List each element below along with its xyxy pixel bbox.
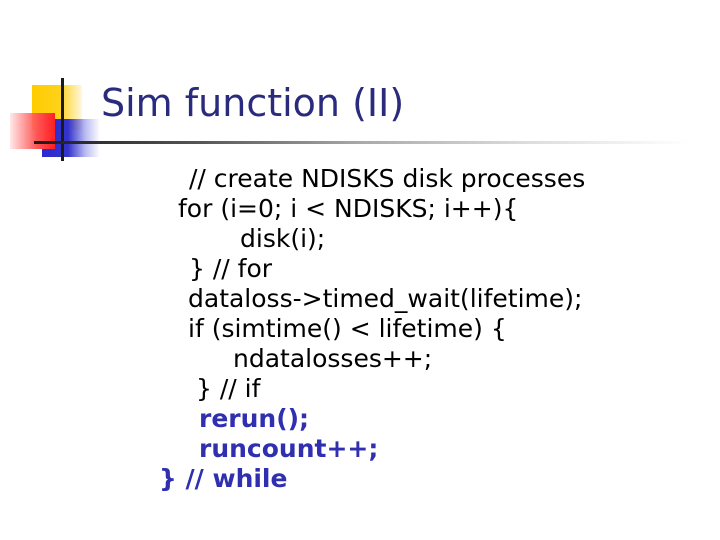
logo-vertical-line bbox=[61, 78, 64, 161]
code-line: } // if bbox=[196, 374, 261, 403]
code-line: disk(i); bbox=[240, 224, 326, 253]
code-line: ndatalosses++; bbox=[233, 344, 433, 373]
code-line: if (simtime() < lifetime) { bbox=[188, 314, 507, 343]
slide-title: Sim function (II) bbox=[101, 81, 405, 125]
code-line: dataloss->timed_wait(lifetime); bbox=[188, 284, 583, 313]
title-underline-rule bbox=[34, 141, 690, 144]
code-line: for (i=0; i < NDISKS; i++){ bbox=[178, 194, 519, 223]
code-line-highlight: runcount++; bbox=[199, 434, 379, 463]
code-line-highlight: rerun(); bbox=[199, 404, 310, 433]
code-line: // create NDISKS disk processes bbox=[189, 164, 586, 193]
slide-logo-decoration bbox=[0, 0, 110, 170]
code-line-highlight: } // while bbox=[159, 464, 288, 493]
code-line: } // for bbox=[189, 254, 273, 283]
